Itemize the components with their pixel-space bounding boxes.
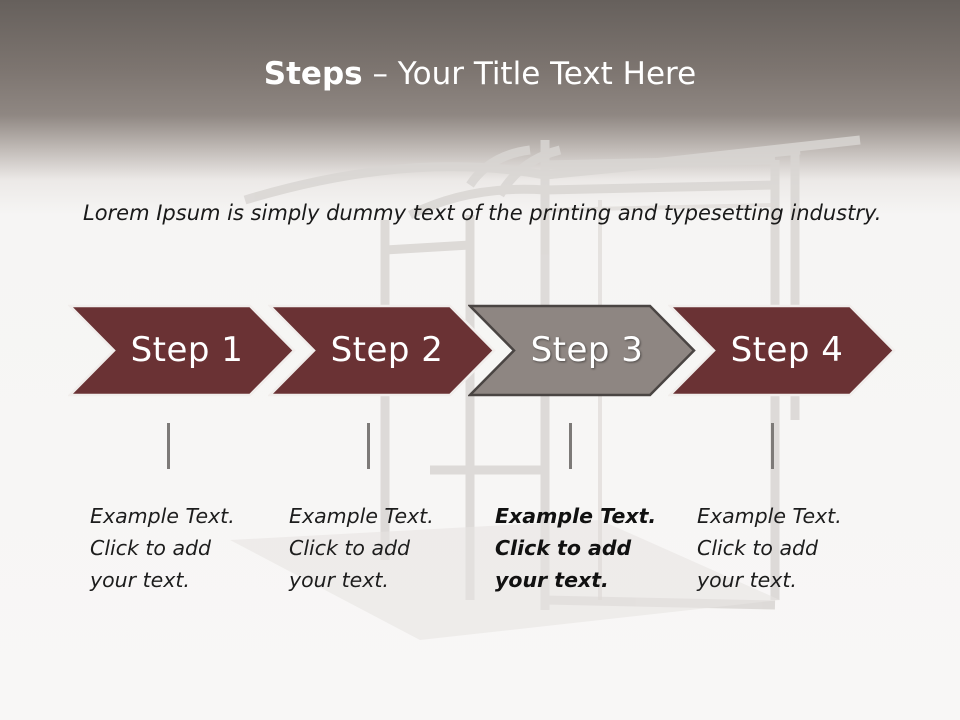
step-1-label: Step 1: [130, 330, 244, 370]
step-4-chevron[interactable]: Step 4: [668, 304, 896, 397]
note-line: your text.: [697, 568, 797, 592]
step-4-label: Step 4: [730, 330, 844, 370]
step-3-note[interactable]: Example Text. Click to add your text.: [495, 500, 665, 596]
step-3-connector: [569, 423, 572, 469]
note-line: Click to add: [495, 536, 632, 560]
chevron-shape: [468, 304, 696, 397]
step-3-chevron[interactable]: Step 3: [468, 304, 696, 397]
chevron-shape: [68, 304, 296, 397]
step-4-connector: [771, 423, 774, 469]
note-line: Click to add: [289, 536, 411, 560]
note-line: Example Text.: [90, 504, 235, 528]
note-line: Example Text.: [495, 504, 657, 528]
note-line: your text.: [495, 568, 609, 592]
note-line: Click to add: [90, 536, 212, 560]
step-1-note[interactable]: Example Text. Click to add your text.: [90, 500, 260, 596]
step-2-chevron[interactable]: Step 2: [268, 304, 496, 397]
note-line: Example Text.: [289, 504, 434, 528]
step-1-connector: [167, 423, 170, 469]
note-line: your text.: [289, 568, 389, 592]
note-line: your text.: [90, 568, 190, 592]
note-line: Example Text.: [697, 504, 842, 528]
step-2-note[interactable]: Example Text. Click to add your text.: [289, 500, 459, 596]
chevron-shape: [268, 304, 496, 397]
step-4-note[interactable]: Example Text. Click to add your text.: [697, 500, 867, 596]
step-2-label: Step 2: [330, 330, 444, 370]
intro-text: Lorem Ipsum is simply dummy text of the …: [83, 201, 882, 225]
slide-title: Steps – Your Title Text Here: [0, 52, 960, 96]
step-1-chevron[interactable]: Step 1: [68, 304, 296, 397]
chevron-shape: [668, 304, 896, 397]
title-rest: – Your Title Text Here: [362, 56, 697, 92]
title-bold: Steps: [263, 56, 363, 92]
step-3-label: Step 3: [530, 330, 644, 370]
step-2-connector: [367, 423, 370, 469]
note-line: Click to add: [697, 536, 819, 560]
